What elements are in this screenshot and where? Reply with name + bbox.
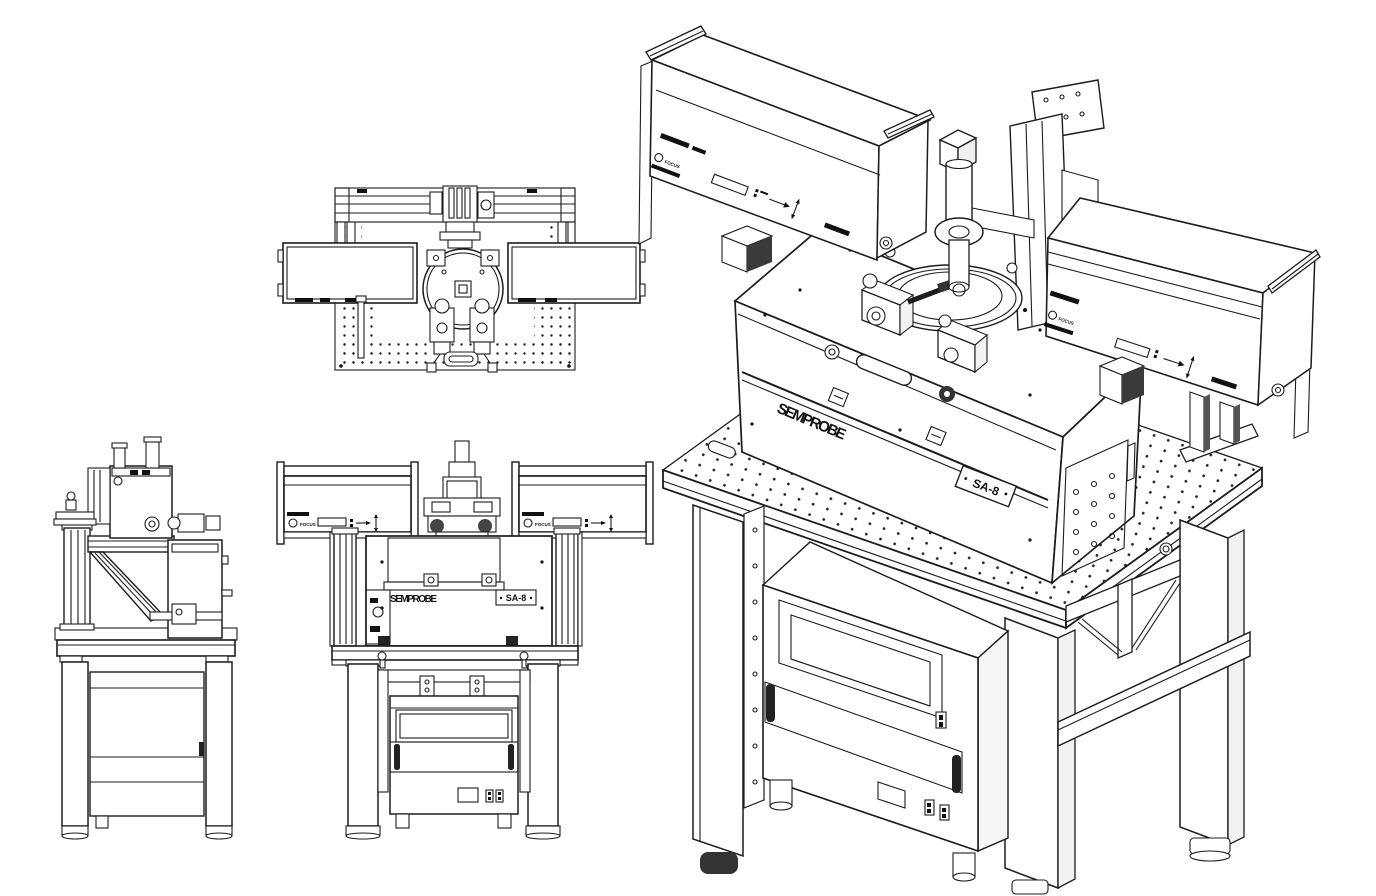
iso-left-head-bracket xyxy=(720,225,774,273)
laser-logo-iso-left: FOCUS xyxy=(664,159,681,169)
iso-rear-right-leg xyxy=(1159,518,1245,862)
side-body xyxy=(149,539,233,639)
iso-right-head-label: FOCUS xyxy=(1043,290,1238,390)
iso-table-rod xyxy=(707,440,736,459)
front-microscope xyxy=(423,440,501,541)
top-microscope-carriage xyxy=(429,185,495,249)
side-beam-and-brace xyxy=(87,535,175,622)
iso-left-head-label: FOCUS xyxy=(650,133,850,237)
front-inner-frame xyxy=(377,669,531,793)
side-view xyxy=(53,436,238,840)
side-laser-head-end xyxy=(109,436,173,539)
front-cabinet xyxy=(389,695,519,829)
front-model-badge: SA-8 xyxy=(495,589,537,606)
iso-left-laser-head: FOCUS xyxy=(638,25,935,273)
front-view: FOCUS FOCUS xyxy=(276,440,654,840)
top-left-laser-head xyxy=(277,242,418,304)
iso-truss-frame xyxy=(1057,559,1251,748)
top-front-handle xyxy=(443,351,479,367)
front-legs xyxy=(345,659,561,840)
side-top-attachments xyxy=(167,513,221,533)
iso-probe-manipulator-front xyxy=(936,314,989,374)
laser-logo-front-left: FOCUS xyxy=(300,522,316,527)
iso-model-badge: SA-8 xyxy=(954,464,1018,508)
laser-logo-front-right: FOCUS xyxy=(535,522,551,527)
side-cabinet xyxy=(89,671,205,829)
iso-right-head-bracket xyxy=(1098,356,1146,405)
iso-cabinet xyxy=(761,541,1010,882)
top-manipulators xyxy=(426,298,498,373)
top-view xyxy=(277,185,646,373)
isometric-view: SEMPROBE SA-8 xyxy=(638,25,1321,895)
front-side-columns xyxy=(329,527,583,647)
front-table xyxy=(331,645,579,669)
side-left-plate xyxy=(53,467,111,526)
side-legs xyxy=(61,661,233,840)
top-side-rod xyxy=(355,295,367,359)
top-right-laser-head xyxy=(507,242,646,304)
iso-right-laser-head: FOCUS xyxy=(1043,197,1321,439)
iso-front-left-leg xyxy=(692,503,765,874)
svg-text:SA-8: SA-8 xyxy=(506,593,527,603)
iso-probe-manipulator-left xyxy=(860,273,953,337)
iso-support-columns xyxy=(1179,391,1259,463)
front-body: SEMPROBE SA-8 xyxy=(365,535,553,647)
iso-front-right-leg xyxy=(1004,616,1076,895)
laser-logo-iso-right: FOCUS xyxy=(1058,316,1075,326)
iso-microscope xyxy=(934,129,1035,297)
side-column xyxy=(59,523,95,631)
front-brand-label: SEMPROBE xyxy=(390,594,438,605)
